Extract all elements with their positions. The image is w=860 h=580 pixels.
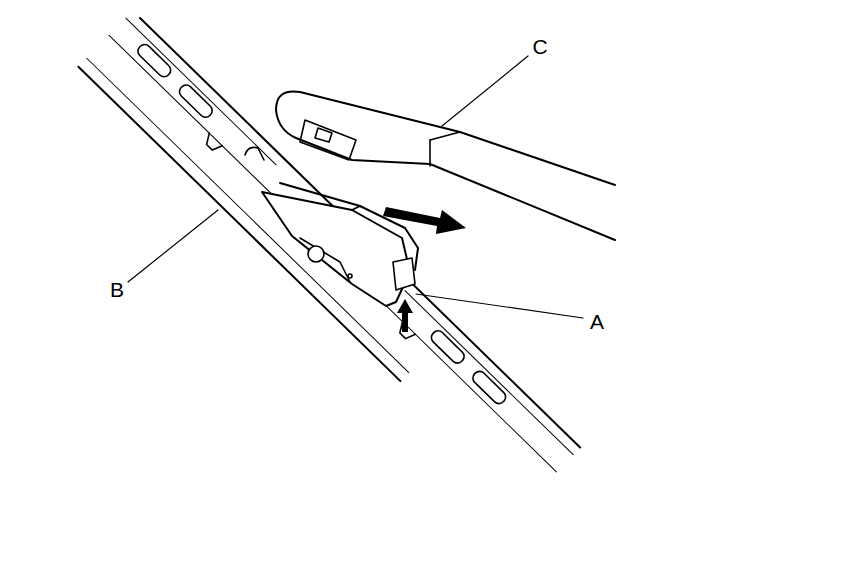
callout-letter: C	[530, 35, 549, 58]
direction-arrow	[383, 207, 466, 234]
blade-adapter	[245, 147, 418, 306]
wiper-blade	[78, 11, 580, 503]
leader-line	[128, 210, 218, 282]
leader-line	[442, 56, 528, 126]
wiper-arm	[276, 91, 615, 240]
callout-letter: A	[588, 310, 606, 333]
direction-arrow	[397, 299, 413, 332]
callout-letter: B	[108, 278, 126, 301]
leader-line	[416, 294, 583, 318]
